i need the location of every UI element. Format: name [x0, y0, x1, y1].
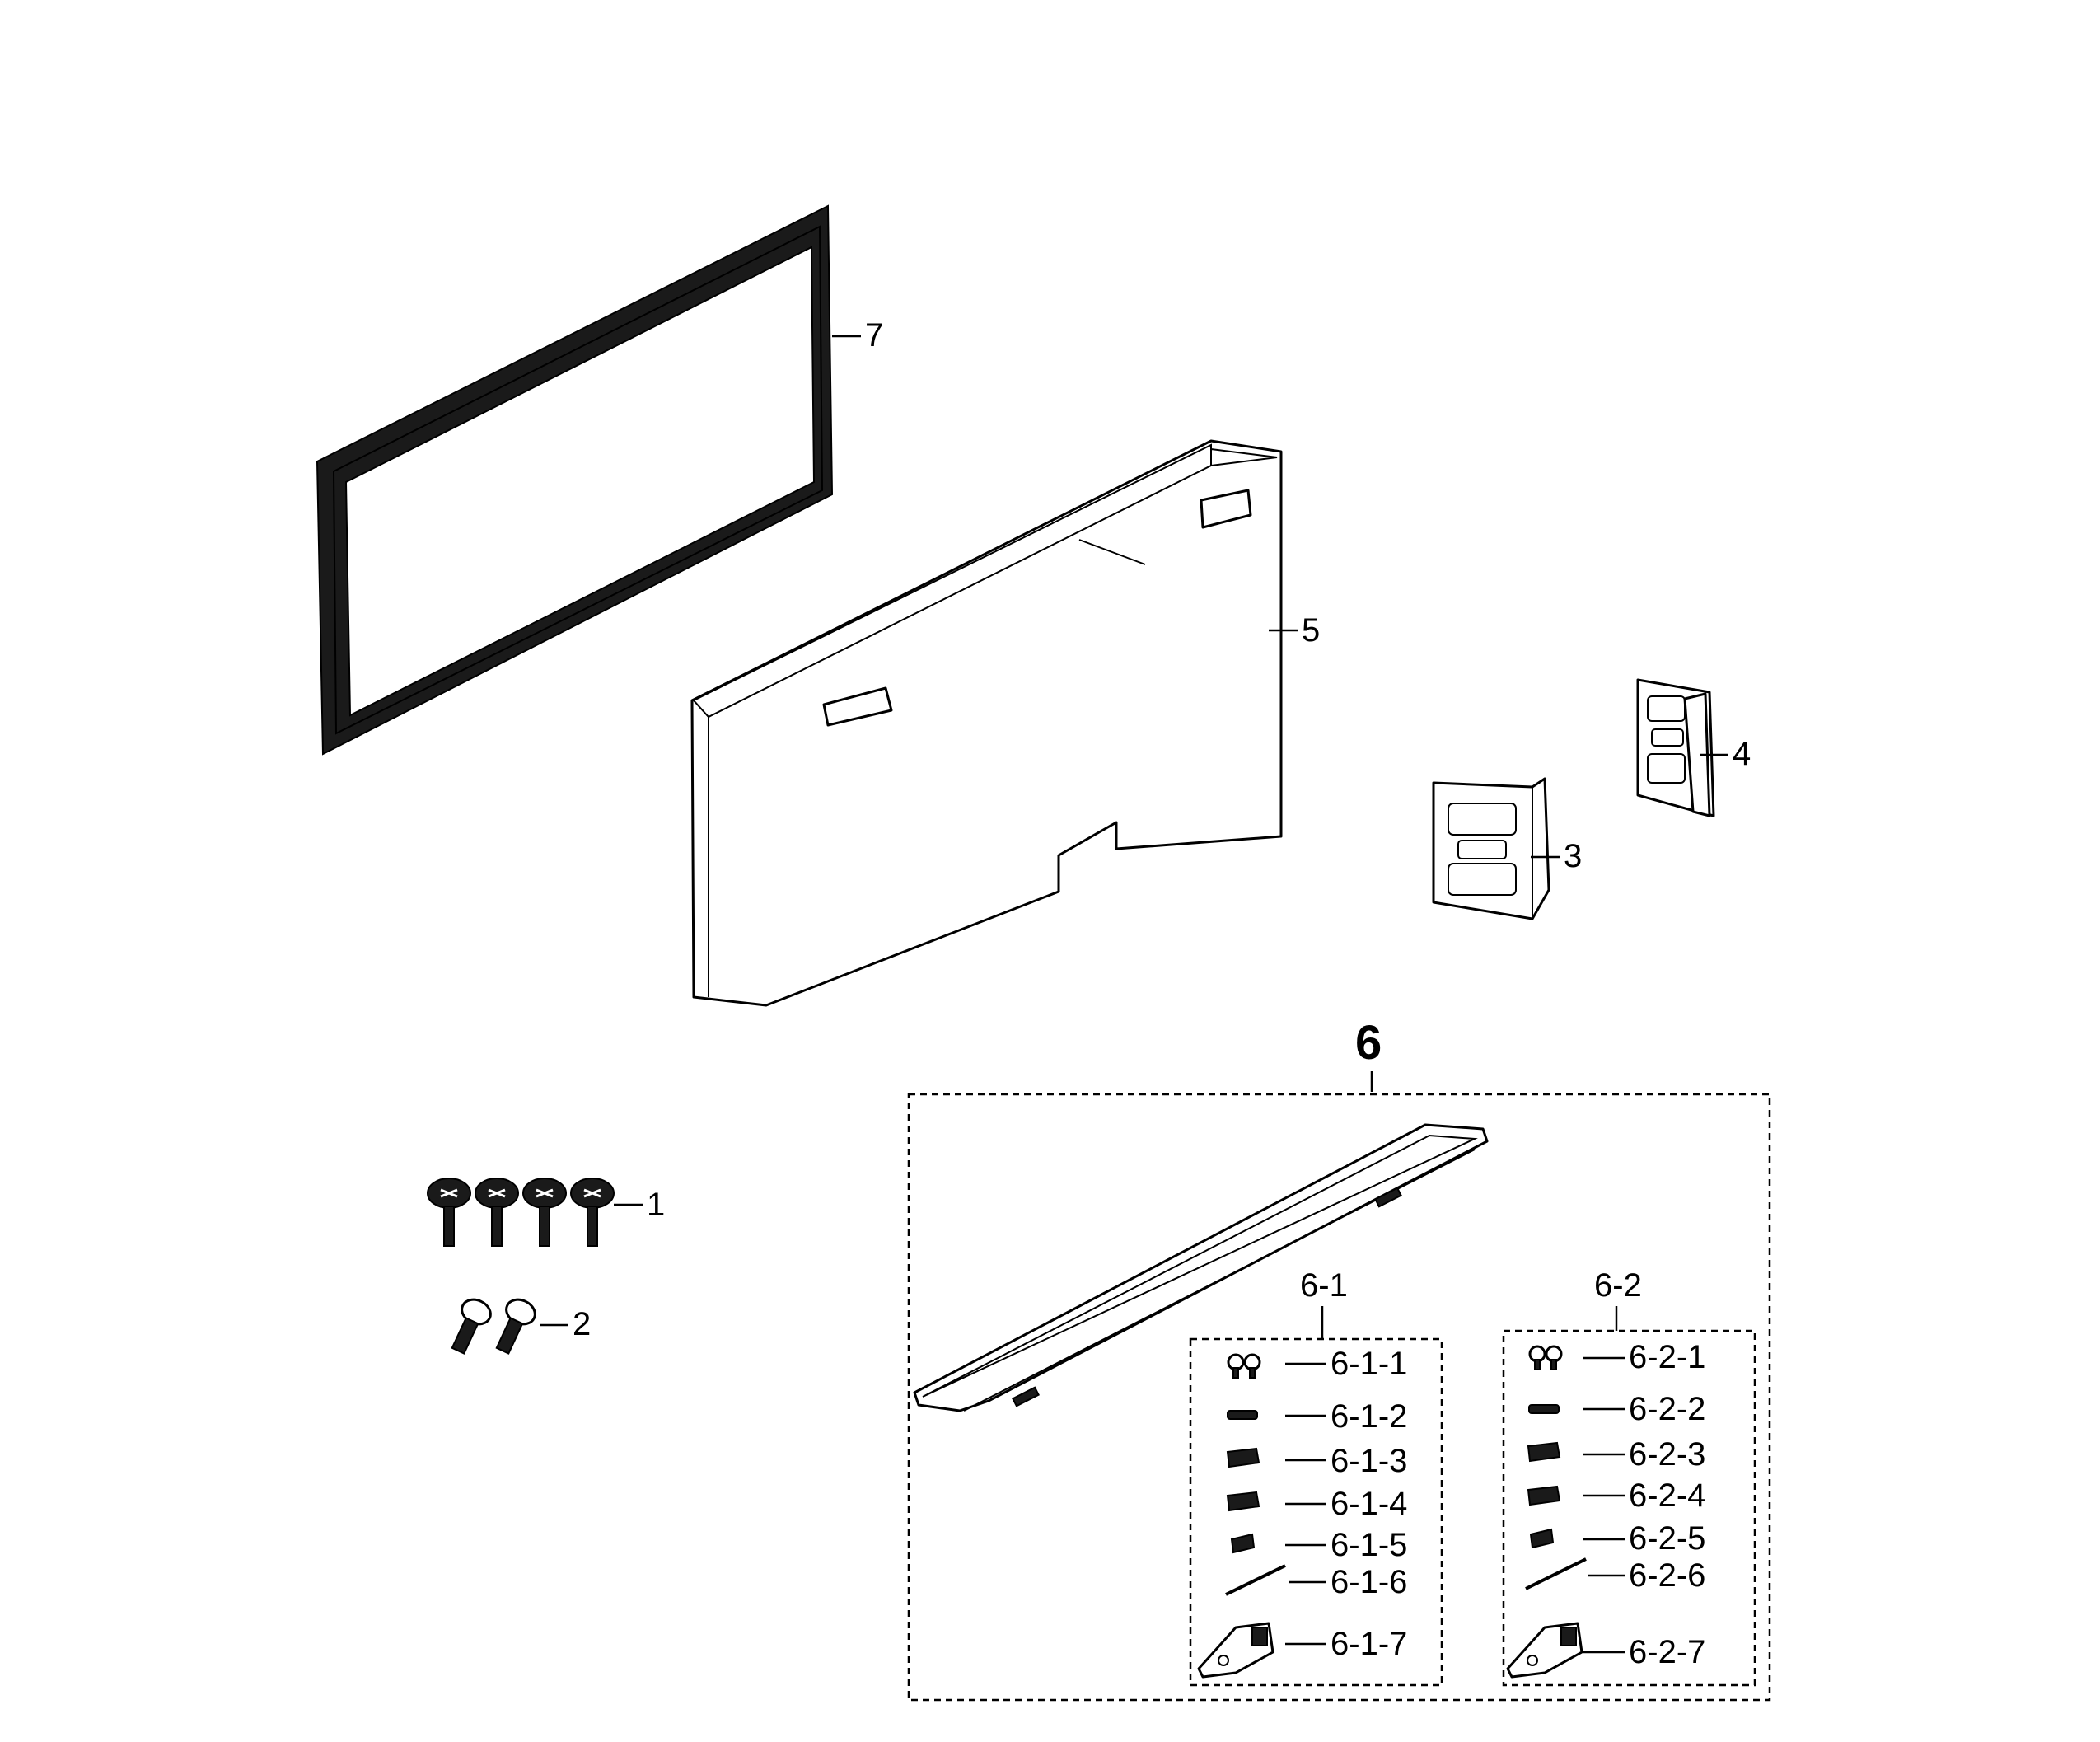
callout-3: 3: [1564, 838, 1582, 874]
part-6-2-4[interactable]: [1527, 1485, 1561, 1506]
callout-6-2-2: 6-2-2: [1629, 1391, 1705, 1427]
callout-6-1-2: 6-1-2: [1331, 1398, 1407, 1435]
callout-1: 1: [647, 1187, 665, 1223]
callout-6-1-6: 6-1-6: [1331, 1564, 1407, 1600]
callout-6-1: 6-1: [1300, 1267, 1348, 1304]
part-4-bracket[interactable]: [1636, 678, 1715, 817]
callout-6-1-3: 6-1-3: [1331, 1443, 1407, 1479]
callout-6-2: 6-2: [1594, 1267, 1642, 1304]
part-6-2-5[interactable]: [1529, 1528, 1555, 1549]
callout-7: 7: [865, 317, 883, 354]
part-2-screws[interactable]: [445, 1295, 540, 1357]
callout-5: 5: [1302, 612, 1320, 649]
callout-6-2-4: 6-2-4: [1629, 1477, 1705, 1514]
part-6-1-5[interactable]: [1230, 1533, 1256, 1554]
part-6-1-6[interactable]: [1225, 1564, 1286, 1596]
part-6-2-group-box: [1502, 1329, 1756, 1687]
callout-6: 6: [1355, 1016, 1382, 1070]
part-1-screws[interactable]: [427, 1178, 615, 1247]
callout-6-2-5: 6-2-5: [1629, 1520, 1705, 1557]
part-6-1-7[interactable]: [1197, 1622, 1274, 1679]
callout-6-1-1: 6-1-1: [1331, 1346, 1407, 1382]
callout-6-1-5: 6-1-5: [1331, 1527, 1407, 1563]
part-6-1-2[interactable]: [1227, 1410, 1258, 1420]
part-6-1-3[interactable]: [1226, 1447, 1260, 1468]
part-7-frame[interactable]: [316, 204, 834, 756]
callout-6-2-3: 6-2-3: [1629, 1436, 1705, 1473]
callout-2: 2: [573, 1306, 591, 1342]
callout-4: 4: [1733, 736, 1751, 772]
part-6-group-box: [907, 1093, 1771, 1702]
part-6-2-6[interactable]: [1525, 1557, 1587, 1590]
part-6-2-2[interactable]: [1528, 1404, 1560, 1414]
part-6-2-3[interactable]: [1527, 1441, 1561, 1463]
part-5-rear-cover[interactable]: [690, 439, 1283, 1007]
part-6-2-7[interactable]: [1506, 1622, 1583, 1679]
part-6-stand-bar[interactable]: [913, 1123, 1489, 1412]
callout-6-2-1: 6-2-1: [1629, 1339, 1705, 1375]
callout-6-1-7: 6-1-7: [1331, 1626, 1407, 1662]
callout-6-2-6: 6-2-6: [1629, 1557, 1705, 1594]
callout-6-2-7: 6-2-7: [1629, 1634, 1705, 1670]
part-6-1-1[interactable]: [1227, 1353, 1261, 1379]
callout-6-1-4: 6-1-4: [1331, 1486, 1407, 1522]
part-6-1-4[interactable]: [1226, 1491, 1260, 1512]
part-6-1-group-box: [1189, 1337, 1443, 1687]
part-6-2-1[interactable]: [1528, 1345, 1563, 1370]
part-3-bracket[interactable]: [1432, 777, 1550, 920]
